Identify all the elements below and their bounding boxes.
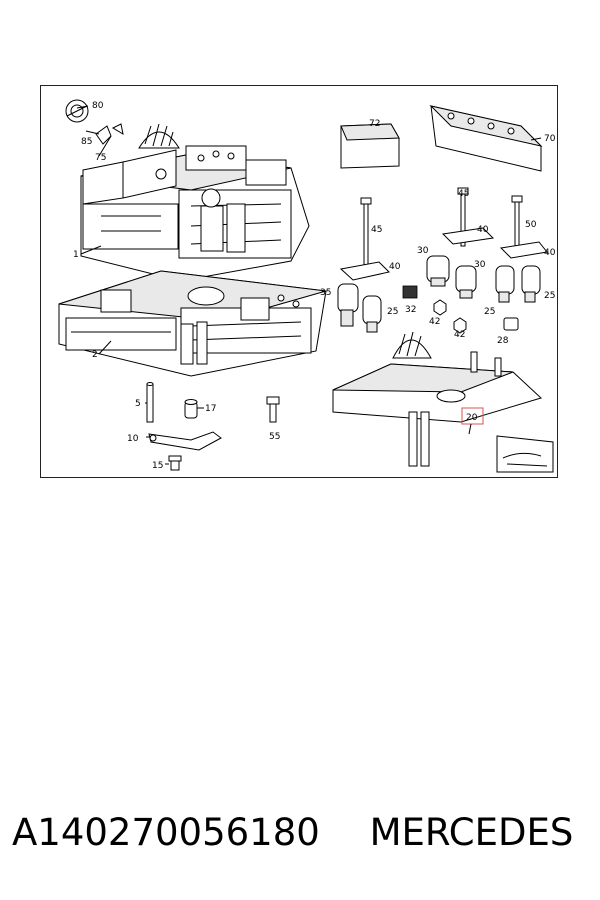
callout-40-left: 40 xyxy=(389,262,401,272)
callout-30-left: 30 xyxy=(417,246,429,256)
solenoid-part-30-right xyxy=(455,265,477,299)
bolt-part-45-left xyxy=(360,197,372,267)
callout-85: 85 xyxy=(81,137,92,147)
nut-part-42-b xyxy=(453,317,467,334)
callout-15: 15 xyxy=(152,461,163,471)
bracket-part-40-a xyxy=(339,261,390,281)
callout-75: 75 xyxy=(95,153,106,163)
callout-25-c: 25 xyxy=(544,291,555,301)
callout-45-left: 45 xyxy=(371,225,382,235)
diagram-canvas: 80 85 75 1 2 5 17 10 15 55 72 70 45 45 4… xyxy=(58,99,556,473)
solenoid-part-25-a xyxy=(362,295,382,333)
valve-housing-part-20 xyxy=(332,331,542,467)
callout-80: 80 xyxy=(92,101,104,111)
part-footer: A140270056180 MERCEDES xyxy=(12,808,592,858)
callout-10: 10 xyxy=(127,434,139,444)
callout-5: 5 xyxy=(135,399,141,409)
pin-part-5 xyxy=(146,382,154,423)
solenoid-part-35 xyxy=(337,283,359,327)
valve-body-lower-assembly xyxy=(58,270,327,377)
callout-55: 55 xyxy=(269,432,280,442)
cover-part-72 xyxy=(340,123,400,169)
callout-28: 28 xyxy=(497,336,509,346)
solenoid-part-25-b xyxy=(495,265,515,303)
brand-name: MERCEDES xyxy=(369,811,574,854)
bolt-part-55 xyxy=(266,396,280,423)
bracket-part-40-c xyxy=(499,241,548,259)
callout-25-b: 25 xyxy=(484,307,495,317)
solenoid-part-30-left xyxy=(426,255,450,287)
bolt-part-50 xyxy=(511,195,523,249)
callout-42-a: 42 xyxy=(429,317,440,327)
clip-part-28 xyxy=(503,317,519,331)
callout-40-middle: 40 xyxy=(477,225,489,235)
callout-70: 70 xyxy=(544,134,556,144)
callout-20: 20 xyxy=(466,413,478,423)
callout-30-right: 30 xyxy=(474,260,486,270)
part-number: A140270056180 xyxy=(12,811,320,854)
solenoid-part-25-c xyxy=(521,265,541,303)
nut-part-42-a xyxy=(433,299,447,316)
seal-ring-part-80 xyxy=(65,99,89,123)
bolt-part-45-right xyxy=(457,187,469,247)
callout-2: 2 xyxy=(92,350,98,360)
callout-40-right: 40 xyxy=(544,248,556,258)
lever-part-10 xyxy=(148,431,222,451)
clip-part-75 xyxy=(95,123,124,145)
bracket-part-40-b xyxy=(441,227,495,245)
connector-part-32 xyxy=(402,285,418,299)
highlight-box-part-20 xyxy=(461,407,484,425)
leader-lines xyxy=(76,105,542,465)
callout-42-b: 42 xyxy=(454,330,465,340)
callout-labels: 80 85 75 1 2 5 17 10 15 55 72 70 45 45 4… xyxy=(73,101,556,471)
callout-17: 17 xyxy=(205,404,216,414)
callout-50: 50 xyxy=(525,220,537,230)
callout-32: 32 xyxy=(405,305,416,315)
reference-sketch xyxy=(496,435,554,473)
callout-35: 35 xyxy=(320,288,331,298)
conductor-plate-part-70 xyxy=(429,105,543,172)
exploded-parts-diagram: 80 85 75 1 2 5 17 10 15 55 72 70 45 45 4… xyxy=(40,85,558,478)
screw-part-15 xyxy=(168,455,182,471)
callout-25-a: 25 xyxy=(387,307,398,317)
bushing-part-17 xyxy=(184,399,198,419)
callout-1: 1 xyxy=(73,250,79,260)
callout-72: 72 xyxy=(369,119,380,129)
callout-45-right: 45 xyxy=(458,189,469,199)
valve-body-upper-assembly xyxy=(80,123,310,282)
